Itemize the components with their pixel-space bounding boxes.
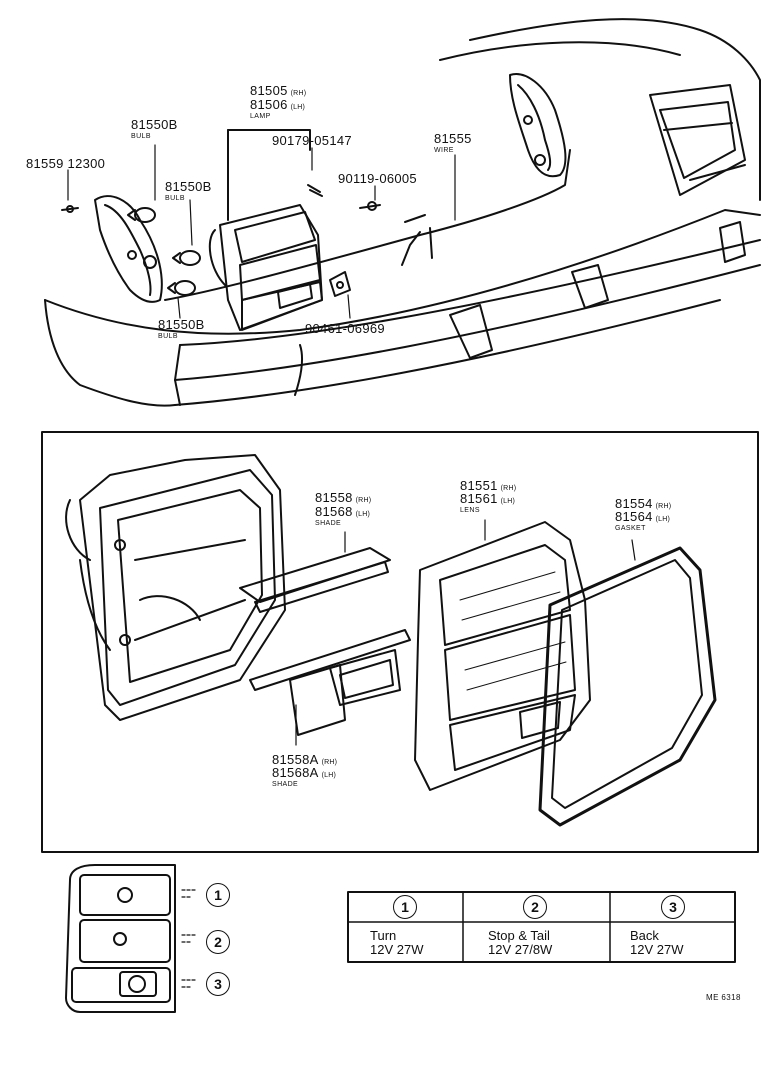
side-marker: (LH) — [655, 516, 671, 523]
label-shade-bottom-lh: 81568A(LH) — [272, 766, 336, 779]
side-marker: (LH) — [321, 772, 337, 779]
table-cell-back: Back 12V 27W — [630, 929, 683, 957]
label-lens-lh: 81561(LH) — [460, 492, 515, 505]
label-81506: 81506(LH) — [250, 98, 305, 111]
side-marker: (RH) — [655, 503, 672, 510]
bulb-position-legend — [65, 864, 196, 1013]
table-header-3: 3 — [661, 895, 685, 919]
bulb-rating: 12V 27W — [630, 942, 684, 957]
bulb-function: Stop & Tail — [488, 928, 550, 943]
part-number: 81506 — [250, 97, 288, 112]
legend-marker-2: 2 — [206, 930, 230, 954]
part-number: 81551 — [460, 478, 498, 493]
label-81555: 81555 — [434, 131, 472, 146]
side-marker: (LH) — [355, 511, 371, 518]
side-marker: (RH) — [321, 759, 338, 766]
label-gasket-lh: 81564(LH) — [615, 510, 670, 523]
side-marker: (LH) — [290, 104, 306, 111]
table-header-2: 2 — [523, 895, 547, 919]
figure-code: ME 6318 — [706, 993, 741, 1002]
label-90179: 90179-05147 — [272, 133, 352, 148]
label-gasket-name: GASKET — [615, 525, 646, 532]
side-marker: (RH) — [500, 485, 517, 492]
car-rear-body — [44, 18, 761, 407]
label-81559: 81559 12300 — [26, 156, 106, 171]
label-shade-top-rh: 81558(RH) — [315, 491, 371, 504]
part-number: 81558 — [315, 490, 353, 505]
label-shade-bottom-rh: 81558A(RH) — [272, 753, 337, 766]
bulb-function: Turn — [370, 928, 397, 943]
label-lamp: LAMP — [250, 113, 271, 120]
label-81550b-2: 81550B — [165, 179, 212, 194]
legend-marker-1: 1 — [206, 883, 230, 907]
part-number: 81561 — [460, 491, 498, 506]
label-shade-top-name: SHADE — [315, 520, 342, 527]
exploded-view-frame — [41, 431, 759, 853]
part-number: 81568 — [315, 504, 353, 519]
label-81505: 81505(RH) — [250, 84, 306, 97]
table-header-1: 1 — [393, 895, 417, 919]
label-bulb-1: BULB — [131, 133, 151, 140]
side-marker: (RH) — [290, 90, 307, 97]
label-bulb-3: BULB — [158, 333, 178, 340]
table-cell-turn: Turn 12V 27W — [370, 929, 423, 957]
label-shade-top-lh: 81568(LH) — [315, 505, 370, 518]
part-number: 81568A — [272, 765, 319, 780]
part-number: 81564 — [615, 509, 653, 524]
label-gasket-rh: 81554(RH) — [615, 497, 671, 510]
bulb-rating: 12V 27W — [370, 942, 424, 957]
label-90119: 90119-06005 — [338, 171, 417, 186]
side-marker: (LH) — [500, 498, 516, 505]
label-bulb-2: BULB — [165, 195, 185, 202]
label-81550b-1: 81550B — [131, 117, 178, 132]
part-number: 81558A — [272, 752, 319, 767]
part-number: 81505 — [250, 83, 288, 98]
label-lens-rh: 81551(RH) — [460, 479, 516, 492]
bulb-table-grid — [347, 891, 736, 963]
side-marker: (RH) — [355, 497, 372, 504]
exploded-view — [65, 454, 717, 827]
bulb-function: Back — [630, 928, 659, 943]
table-cell-stop-tail: Stop & Tail 12V 27/8W — [488, 929, 552, 957]
bulb-rating: 12V 27/8W — [488, 942, 553, 957]
label-81550b-3: 81550B — [158, 317, 205, 332]
label-lens-name: LENS — [460, 507, 480, 514]
label-wire: WIRE — [434, 147, 454, 154]
label-90461: 90461-06969 — [305, 321, 385, 336]
part-number: 81554 — [615, 496, 653, 511]
label-shade-bottom-name: SHADE — [272, 781, 299, 788]
legend-marker-3: 3 — [206, 972, 230, 996]
